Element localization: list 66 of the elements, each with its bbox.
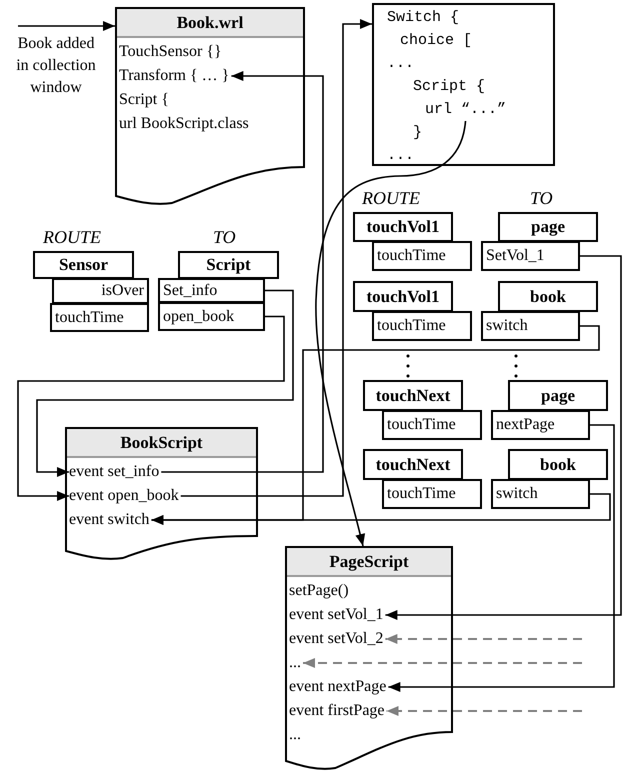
field-cell: switch xyxy=(481,311,580,341)
code-line: choice [ xyxy=(400,29,472,52)
arrow xyxy=(18,21,115,31)
script-line: event open_book xyxy=(69,484,181,508)
document xyxy=(115,7,305,205)
script-line: event set_info xyxy=(69,460,162,484)
script-line: event setVol_1 xyxy=(289,603,386,627)
script-line: setPage() xyxy=(289,579,351,603)
arrow xyxy=(385,255,622,620)
field-cell: SetVol_1 xyxy=(481,241,580,271)
arrow xyxy=(180,19,372,497)
column-heading: TO xyxy=(213,227,236,247)
script-line: event setVol_2 xyxy=(289,627,386,651)
field-cell: switch xyxy=(491,479,590,509)
field-cell: Set_info xyxy=(158,278,265,303)
node-name-cell: page xyxy=(498,212,598,242)
field-cell: open_book xyxy=(158,302,265,331)
arrow xyxy=(161,71,324,473)
field-cell: touchTime xyxy=(372,241,472,271)
node-name-cell: touchVol1 xyxy=(353,281,453,312)
node-name-cell: touchNext xyxy=(363,449,463,480)
script-line: TouchSensor {} xyxy=(119,40,224,64)
code-box xyxy=(372,3,555,166)
script-line: Transform { … } xyxy=(119,64,232,88)
column-heading: ROUTE xyxy=(43,227,101,247)
code-line: ... xyxy=(387,144,414,167)
node-name-cell: book xyxy=(498,281,598,312)
column-heading: ROUTE xyxy=(362,188,420,208)
node-name-cell: Script xyxy=(178,251,279,279)
arrow xyxy=(17,316,285,501)
dashed-arrow xyxy=(385,634,582,644)
script-line: event switch xyxy=(69,508,152,532)
script-line: ... xyxy=(289,651,303,675)
node-name-cell: book xyxy=(508,449,608,480)
document-title: Book.wrl xyxy=(117,9,303,38)
script-line: event nextPage xyxy=(289,675,388,699)
arrow xyxy=(151,493,611,525)
dashed-arrow xyxy=(386,706,582,716)
code-line: url “...” xyxy=(425,98,506,121)
code-line: } xyxy=(413,121,422,144)
field-cell: touchTime xyxy=(382,410,482,440)
document xyxy=(285,546,453,770)
node-name-cell: page xyxy=(508,380,608,411)
field-cell: touchTime xyxy=(50,303,149,332)
field-cell: nextPage xyxy=(491,410,590,440)
column-heading: TO xyxy=(530,188,553,208)
arrow xyxy=(388,424,615,692)
document-title: PageScript xyxy=(287,548,451,577)
node-name-cell: Sensor xyxy=(33,251,134,279)
code-line: Switch { xyxy=(387,6,460,29)
code-line: ... xyxy=(387,52,414,75)
arrow xyxy=(315,120,466,546)
script-line: url BookScript.class xyxy=(119,112,251,136)
node-name-cell: touchNext xyxy=(363,380,463,411)
script-line: Script { xyxy=(119,88,171,112)
node-name-cell: touchVol1 xyxy=(353,212,453,242)
field-cell: isOver xyxy=(52,278,149,304)
field-cell: touchTime xyxy=(382,479,482,509)
code-line: Script { xyxy=(413,75,486,98)
document xyxy=(65,427,258,560)
dashed-arrow xyxy=(303,658,582,668)
field-cell: touchTime xyxy=(372,311,472,341)
arrow xyxy=(36,290,294,477)
document-title: BookScript xyxy=(67,429,256,458)
script-line: ... xyxy=(289,723,303,747)
script-line: event firstPage xyxy=(289,699,387,723)
